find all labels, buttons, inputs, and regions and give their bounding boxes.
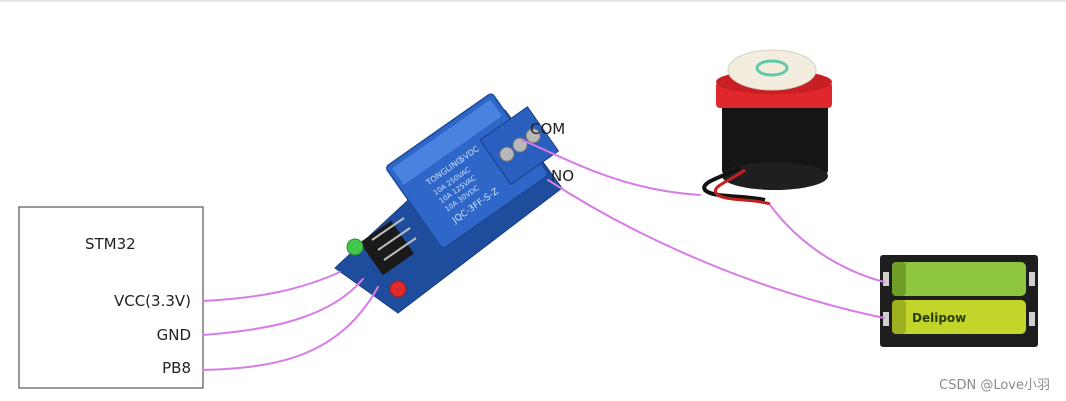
relay-led-red (389, 280, 407, 298)
relay-label-com: COM (530, 120, 565, 138)
battery-cell-top-cap (892, 262, 906, 296)
buzzer-top-cap (727, 49, 817, 91)
relay-label-no: NO (551, 167, 574, 185)
battery-brand-label: Delipow (912, 311, 966, 325)
wire-no-to-battery (547, 179, 885, 319)
wire-com-to-buzzer (521, 139, 701, 196)
wire-pb8 (202, 286, 379, 371)
buzzer-lead-red (713, 168, 771, 206)
battery-contact-4 (1029, 312, 1035, 326)
relay-led-green (346, 238, 364, 256)
battery-cell-bottom (892, 300, 1026, 334)
stm32-pin-vcc: VCC(3.3V) (114, 292, 191, 310)
battery-cell-bottom-cap (892, 300, 906, 334)
buzzer-lead-black (702, 166, 766, 202)
relay-body-top (392, 99, 502, 185)
battery-cell-top (892, 262, 1026, 296)
buzzer-top-ring (755, 59, 789, 77)
battery-contact-2 (883, 312, 889, 326)
stm32-title: STM32 (85, 235, 136, 253)
buzzer (695, 45, 837, 217)
relay-screw-com (499, 146, 515, 162)
relay-module: TONGLING 5VDC 10A 250VAC 10A 125VAC 10A … (320, 93, 574, 320)
wire-vcc (202, 271, 341, 302)
wire-buzzer-to-battery (769, 204, 885, 283)
stm32-box (18, 206, 204, 389)
buzzer-body (722, 92, 828, 176)
battery-contact-3 (1029, 272, 1035, 286)
wires (202, 139, 885, 371)
battery-contact-1 (883, 272, 889, 286)
stm32-block: STM32 VCC(3.3V) GND PB8 (18, 206, 204, 389)
relay-screw-nc (525, 128, 541, 144)
stm32-pin-gnd: GND (157, 326, 191, 344)
buzzer-body-bottom (722, 162, 828, 190)
battery-pack: Delipow (880, 255, 1038, 347)
stm32-pin-pb8: PB8 (162, 359, 191, 377)
watermark: CSDN @Love小羽 (939, 378, 1050, 393)
wire-gnd (202, 278, 364, 336)
